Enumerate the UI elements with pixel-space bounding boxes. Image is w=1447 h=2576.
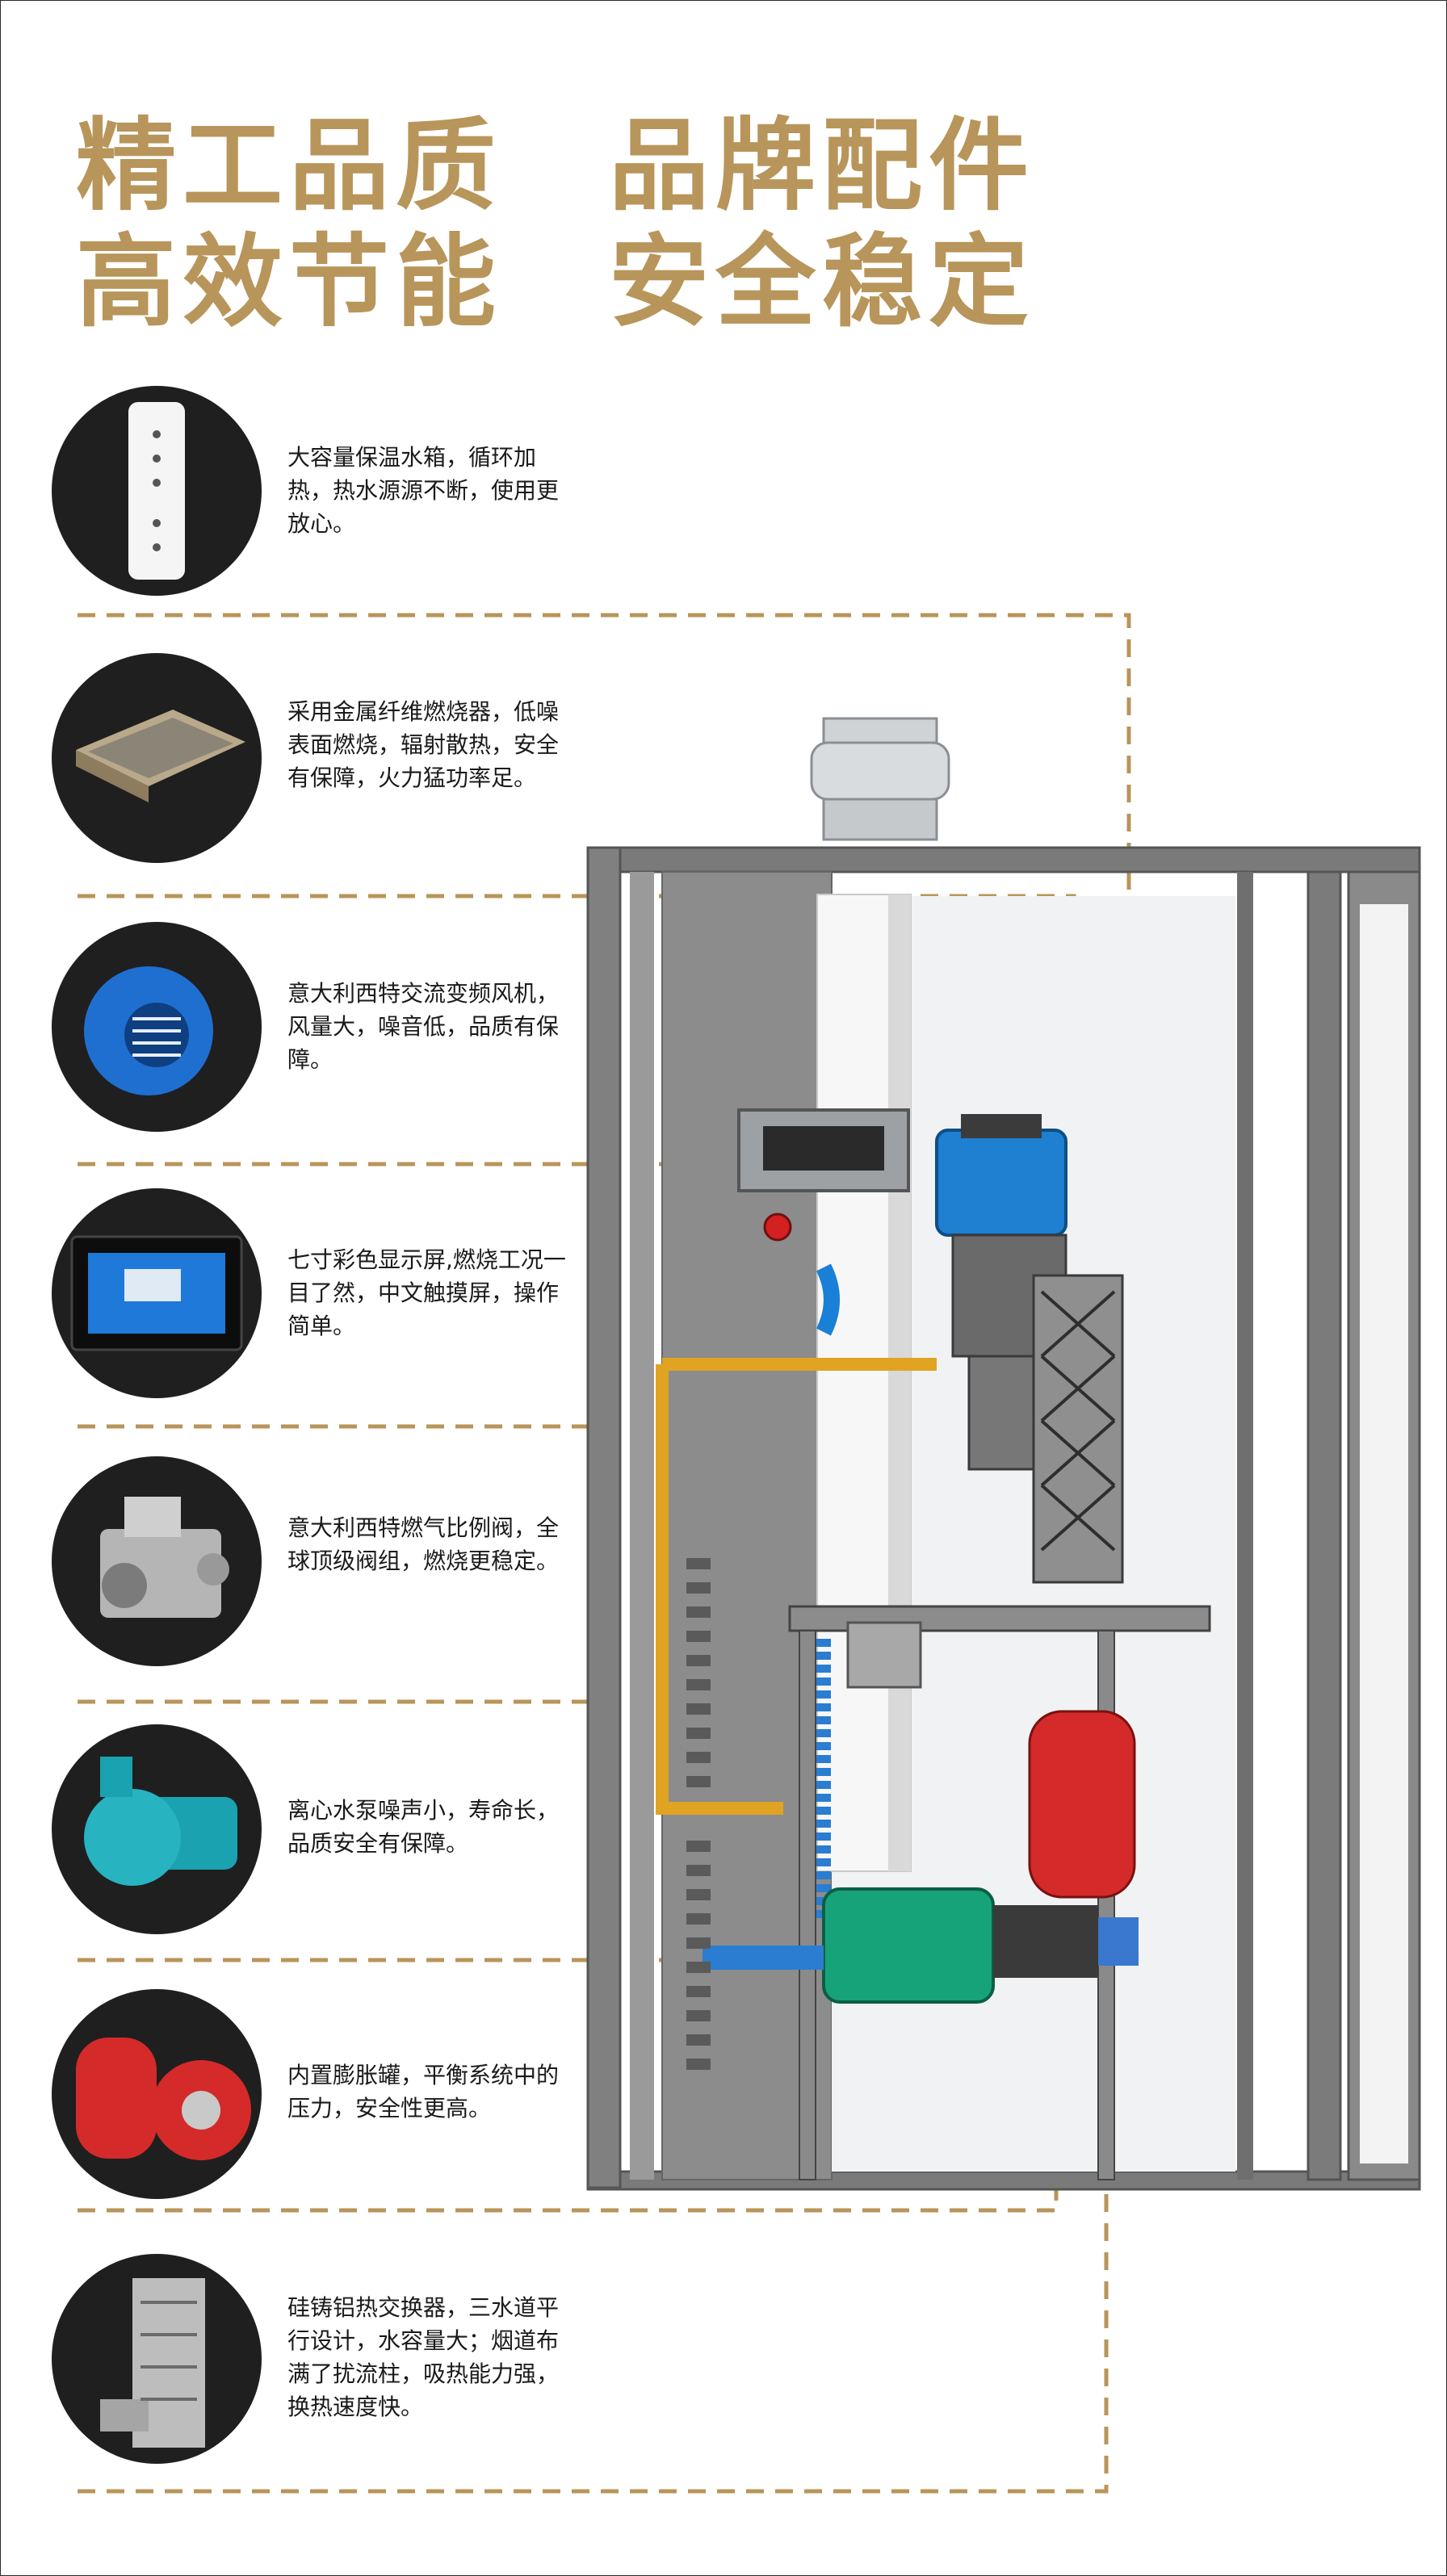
feature-water-tank: 大容量保温水箱，循环加热，热水源源不断，使用更放心。 xyxy=(52,386,585,597)
fan-icon xyxy=(52,922,262,1132)
feature-display: 七寸彩色显示屏,燃烧工况一目了然，中文触摸屏，操作简单。 xyxy=(52,1188,585,1400)
feature-burner: 采用金属纤维燃烧器，低噪表面燃烧，辐射散热，安全有保障，火力猛功率足。 xyxy=(52,653,585,865)
headline-line-2: 高效节能 安全稳定 xyxy=(76,224,1036,341)
feature-text: 意大利西特交流变频风机，风量大，噪音低，品质有保障。 xyxy=(287,980,560,1073)
headline-line-1: 精工品质 品牌配件 xyxy=(76,108,1036,224)
feature-heat-exchanger: 硅铸铝热交换器，三水道平行设计，水容量大；烟道布满了扰流柱，吸热能力强，换热速度… xyxy=(52,2254,585,2465)
feature-text: 采用金属纤维燃烧器，低噪表面燃烧，辐射散热，安全有保障，火力猛功率足。 xyxy=(287,698,560,791)
expansion-tank-icon xyxy=(52,1989,262,2199)
feature-fan: 意大利西特交流变频风机，风量大，噪音低，品质有保障。 xyxy=(52,922,585,1133)
pump-unit xyxy=(703,1887,1139,2004)
feature-pump: 离心水泵噪声小，寿命长，品质安全有保障。 xyxy=(52,1724,585,1936)
feature-gas-valve: 意大利西特燃气比例阀，全球顶级阀组，燃烧更稳定。 xyxy=(52,1456,585,1668)
heat-exchanger-icon xyxy=(52,2254,262,2464)
gas-valve-icon xyxy=(52,1456,262,1666)
feature-expansion-tank: 内置膨胀罐，平衡系统中的压力，安全性更高。 xyxy=(52,1989,585,2201)
water-pump-icon xyxy=(52,1724,262,1934)
headline: 精工品质 品牌配件 高效节能 安全稳定 xyxy=(76,108,1035,341)
feature-text: 七寸彩色显示屏,燃烧工况一目了然，中文触摸屏，操作简单。 xyxy=(287,1246,566,1339)
heat-exchanger xyxy=(967,1274,1124,1584)
burner-icon xyxy=(52,653,262,863)
feature-text: 意大利西特燃气比例阀，全球顶级阀组，燃烧更稳定。 xyxy=(287,1514,560,1574)
display-screen-icon xyxy=(52,1188,262,1398)
water-heater-illustration xyxy=(581,710,1421,2196)
water-tank-icon xyxy=(52,386,262,596)
feature-text: 内置膨胀罐，平衡系统中的压力，安全性更高。 xyxy=(287,2062,560,2122)
feature-text: 硅铸铝热交换器，三水道平行设计，水容量大；烟道布满了扰流柱，吸热能力强，换热速度… xyxy=(287,2294,560,2420)
feature-text: 大容量保温水箱，循环加热，热水源源不断，使用更放心。 xyxy=(287,444,560,537)
chimney-cap xyxy=(810,717,950,841)
feature-text: 离心水泵噪声小，寿命长，品质安全有保障。 xyxy=(287,1797,560,1857)
